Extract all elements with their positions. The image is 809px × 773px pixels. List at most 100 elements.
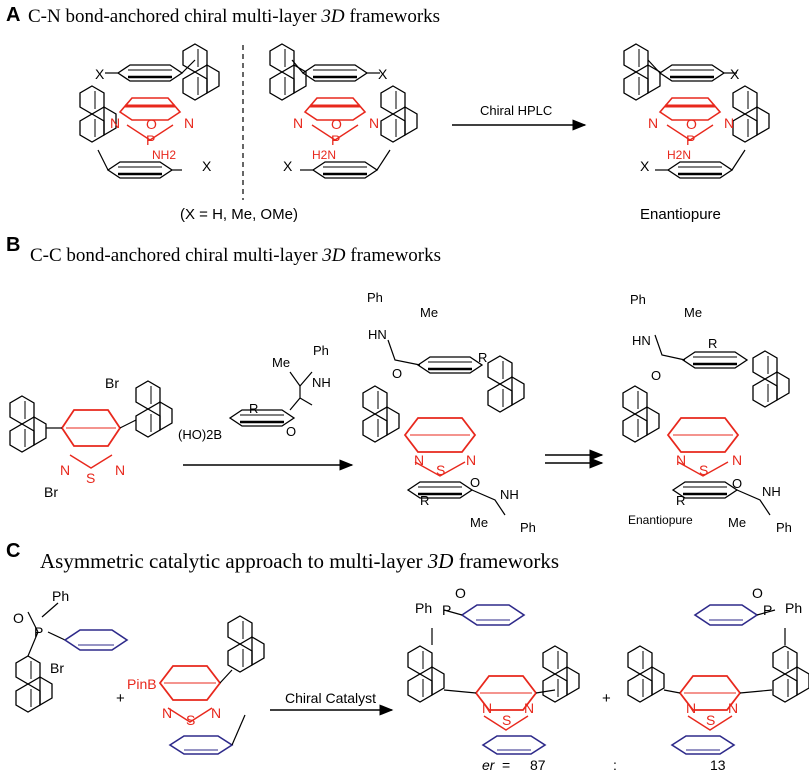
boronic-acid-reagent	[228, 371, 313, 428]
atom-n: N	[184, 115, 195, 131]
atom-nh: NH	[312, 375, 331, 390]
er-separator: :	[613, 757, 617, 773]
atom-r: R	[249, 401, 259, 416]
atom-ph: Ph	[415, 600, 433, 616]
atom-s: S	[706, 712, 716, 728]
compound-a-product	[623, 43, 770, 180]
atom-ph: Ph	[630, 292, 646, 307]
panel-letter-b: B	[6, 234, 21, 256]
compound-a-left	[79, 43, 220, 180]
atom-p: P	[34, 624, 44, 640]
atom-o: O	[286, 424, 297, 439]
compound-c-phosphine	[15, 602, 129, 713]
atom-p: P	[442, 602, 452, 618]
substituent-x: X	[378, 66, 388, 82]
substituent-x: X	[283, 158, 293, 174]
atom-n: N	[724, 115, 735, 131]
er-minor-value: 13	[710, 757, 726, 773]
atom-o: O	[686, 116, 697, 132]
atom-n: N	[524, 700, 535, 716]
atom-o: O	[13, 610, 24, 626]
atom-s: S	[86, 470, 96, 486]
atom-p: P	[146, 132, 156, 148]
pinb-group: PinB	[127, 676, 157, 692]
atom-o: O	[651, 368, 662, 383]
plus-sign: +	[116, 690, 125, 707]
atom-o: O	[146, 116, 157, 132]
substituent-x: X	[202, 158, 212, 174]
er-major-value: 87	[530, 757, 546, 773]
atom-n: N	[732, 452, 743, 468]
atom-r: R	[478, 350, 488, 365]
atom-me: Me	[728, 515, 747, 530]
arrow-label-hplc: Chiral HPLC	[480, 103, 553, 118]
plus-sign: +	[602, 690, 611, 707]
atom-me: Me	[684, 305, 703, 320]
atom-hn: HN	[632, 333, 651, 348]
atom-s: S	[436, 462, 446, 478]
h2n-group: H2N	[312, 148, 337, 162]
atom-n: N	[686, 700, 697, 716]
atom-n: N	[162, 705, 173, 721]
atom-o: O	[732, 476, 743, 491]
atom-o: O	[752, 585, 763, 601]
atom-n: N	[414, 452, 425, 468]
product-label-a: Enantiopure	[640, 206, 721, 223]
atom-p: P	[686, 132, 696, 148]
atom-s: S	[186, 712, 196, 728]
er-label: er	[482, 757, 495, 773]
panel-title-c: Asymmetric catalytic approach to multi-l…	[40, 549, 559, 573]
atom-ph: Ph	[520, 520, 536, 535]
panel-letter-a: A	[6, 4, 21, 26]
atom-r: R	[708, 336, 718, 351]
atom-o: O	[392, 366, 403, 381]
panel-letter-c: C	[6, 540, 21, 562]
atom-hn: HN	[368, 327, 387, 342]
atom-ph: Ph	[367, 290, 383, 305]
compound-a-right	[269, 43, 418, 180]
substituent-note: (X = H, Me, OMe)	[180, 206, 298, 223]
atom-br: Br	[50, 660, 64, 676]
atom-r: R	[420, 493, 430, 508]
atom-me: Me	[470, 515, 489, 530]
substituent-x: X	[640, 158, 650, 174]
h2n-group: H2N	[667, 148, 692, 162]
reagent-boronic-acid: (HO)2B	[178, 427, 223, 442]
atom-o: O	[331, 116, 342, 132]
atom-o: O	[455, 585, 466, 601]
er-equals: =	[502, 757, 511, 773]
atom-me: Me	[420, 305, 439, 320]
atom-ph: Ph	[776, 520, 792, 535]
atom-ph: Ph	[52, 588, 70, 604]
atom-n: N	[676, 452, 687, 468]
atom-s: S	[699, 462, 709, 478]
compound-c-product-major	[407, 604, 580, 755]
atom-me: Me	[272, 355, 291, 370]
nh2-group: NH2	[152, 148, 177, 162]
atom-o: O	[470, 475, 481, 490]
compound-b-product	[622, 334, 790, 516]
atom-ph: Ph	[313, 343, 329, 358]
compound-b-start	[9, 380, 173, 469]
panel-title-a: C-N bond-anchored chiral multi-layer 3D …	[28, 6, 441, 27]
atom-nh: NH	[500, 487, 519, 502]
atom-n: N	[466, 452, 477, 468]
atom-nh: NH	[762, 484, 781, 499]
compound-b-middle	[362, 339, 525, 516]
atom-br: Br	[44, 484, 58, 500]
atom-s: S	[502, 712, 512, 728]
atom-n: N	[110, 115, 121, 131]
atom-n: N	[482, 700, 493, 716]
atom-n: N	[293, 115, 304, 131]
atom-n: N	[115, 462, 126, 478]
panel-title-b: C-C bond-anchored chiral multi-layer 3D …	[30, 245, 442, 266]
atom-n: N	[728, 700, 739, 716]
substituent-x: X	[95, 66, 105, 82]
atom-p: P	[763, 602, 773, 618]
arrow-label-catalyst: Chiral Catalyst	[285, 690, 377, 706]
atom-n: N	[369, 115, 380, 131]
product-label-b: Enantiopure	[628, 513, 693, 527]
substituent-x: X	[730, 66, 740, 82]
atom-n: N	[211, 705, 222, 721]
